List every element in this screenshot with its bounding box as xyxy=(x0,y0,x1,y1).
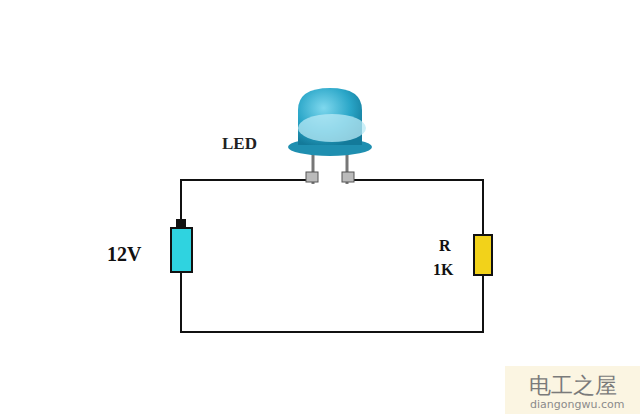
resistor-symbol xyxy=(474,235,492,275)
resistance-label: 1K xyxy=(433,261,453,279)
watermark-ground xyxy=(505,366,640,414)
part-label: LED xyxy=(222,134,257,154)
wire xyxy=(181,180,313,228)
voltage-label: 12V xyxy=(107,243,141,266)
wire xyxy=(181,272,483,332)
led-symbol xyxy=(288,88,372,184)
watermark: diangongwu.com xyxy=(530,398,624,411)
wire xyxy=(347,180,483,235)
watermark: 电工之屋 xyxy=(529,371,617,401)
part-label: R xyxy=(439,237,451,255)
battery-symbol xyxy=(171,228,192,272)
